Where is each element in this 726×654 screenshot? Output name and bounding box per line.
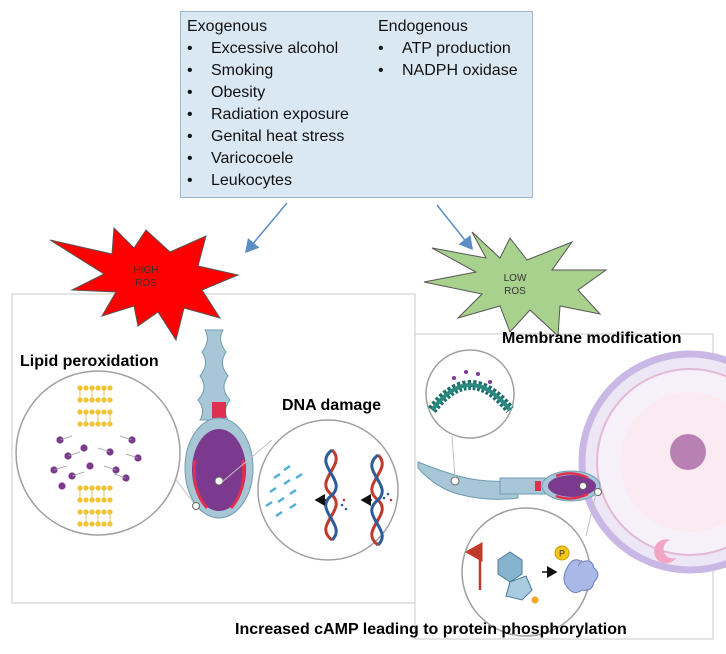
dna-damage-label: DNA damage bbox=[282, 397, 381, 414]
membrane-modification-label: Membrane modification bbox=[502, 330, 682, 347]
high-ros-label: HIGH ROS bbox=[126, 264, 166, 290]
camp-phosphorylation-label: Increased cAMP leading to protein phosph… bbox=[235, 621, 627, 638]
high-ros-line1: HIGH bbox=[133, 265, 159, 276]
endogenous-item: NADPH oxidase bbox=[378, 60, 518, 82]
endogenous-item: ATP production bbox=[378, 38, 518, 60]
sperm-low-ros bbox=[417, 461, 602, 502]
high-ros-line2: ROS bbox=[135, 278, 157, 289]
exogenous-item: Excessive alcohol bbox=[187, 38, 349, 60]
sperm-high-ros bbox=[184, 329, 254, 519]
egg-cell bbox=[578, 350, 726, 574]
low-ros-line1: LOW bbox=[503, 273, 527, 284]
endogenous-column: Endogenous ATP production NADPH oxidase bbox=[378, 16, 518, 82]
arrow-to-low-ros bbox=[436, 204, 473, 251]
exogenous-item: Smoking bbox=[187, 60, 349, 82]
exogenous-item: Radiation exposure bbox=[187, 104, 349, 126]
exogenous-column: Exogenous Excessive alcohol Smoking Obes… bbox=[187, 16, 349, 192]
exogenous-item: Genital heat stress bbox=[187, 126, 349, 148]
camp-phosphorylation-illustration: P bbox=[461, 493, 599, 637]
ros-sources-box: Exogenous Excessive alcohol Smoking Obes… bbox=[180, 11, 533, 198]
low-ros-burst bbox=[423, 231, 608, 338]
low-ros-label: LOW ROS bbox=[495, 272, 535, 298]
arrow-to-high-ros bbox=[245, 202, 288, 254]
exogenous-item: Varicocoele bbox=[187, 148, 349, 170]
high-ros-burst bbox=[49, 226, 240, 342]
low-ros-line2: ROS bbox=[504, 286, 526, 297]
lipid-peroxidation-illustration bbox=[15, 370, 197, 536]
dna-damage-illustration bbox=[221, 419, 399, 561]
membrane-modification-illustration bbox=[425, 349, 515, 479]
exogenous-item: Leukocytes bbox=[187, 170, 349, 192]
phosphate-icon bbox=[554, 545, 570, 561]
phosphate-symbol: P bbox=[559, 549, 565, 559]
exogenous-item: Obesity bbox=[187, 82, 349, 104]
lipid-peroxidation-label: Lipid peroxidation bbox=[20, 353, 159, 370]
exogenous-title: Exogenous bbox=[187, 18, 268, 35]
endogenous-title: Endogenous bbox=[378, 18, 468, 35]
